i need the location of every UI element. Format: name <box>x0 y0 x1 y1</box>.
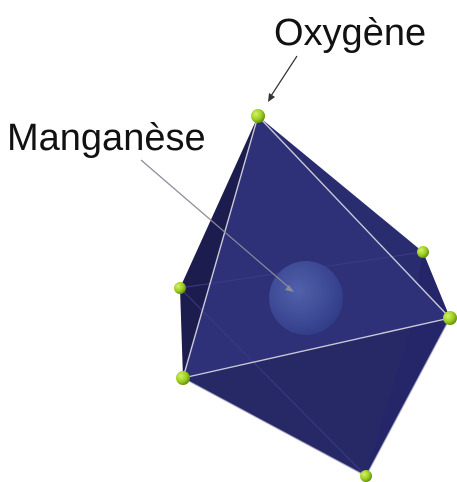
octahedron-front-face <box>183 116 450 378</box>
oxygen-atom <box>360 470 372 482</box>
oxygen-atom <box>176 371 190 385</box>
octahedron-left-face <box>180 116 258 378</box>
octahedron-back-edge <box>179 287 367 477</box>
octahedron-edge <box>182 377 367 477</box>
oxygen-atom <box>417 246 429 258</box>
octahedron-edge <box>182 115 259 379</box>
octahedron-edge <box>365 317 451 477</box>
manganese-atom <box>269 261 343 335</box>
manganese-pointer-line <box>140 159 293 291</box>
oxygen-pointer-arrowhead <box>268 93 275 102</box>
octahedron-edge <box>257 115 451 319</box>
manganese-pointer-arrowhead <box>285 285 294 292</box>
oxygen-label: Oxygène <box>274 12 427 54</box>
octahedron-edge <box>182 317 451 379</box>
oxygen-pointer-line <box>268 55 298 100</box>
manganese-label: Manganèse <box>7 117 206 159</box>
oxygen-atom <box>174 282 186 294</box>
oxygen-atom <box>251 109 265 123</box>
oxygen-atom <box>443 311 457 325</box>
